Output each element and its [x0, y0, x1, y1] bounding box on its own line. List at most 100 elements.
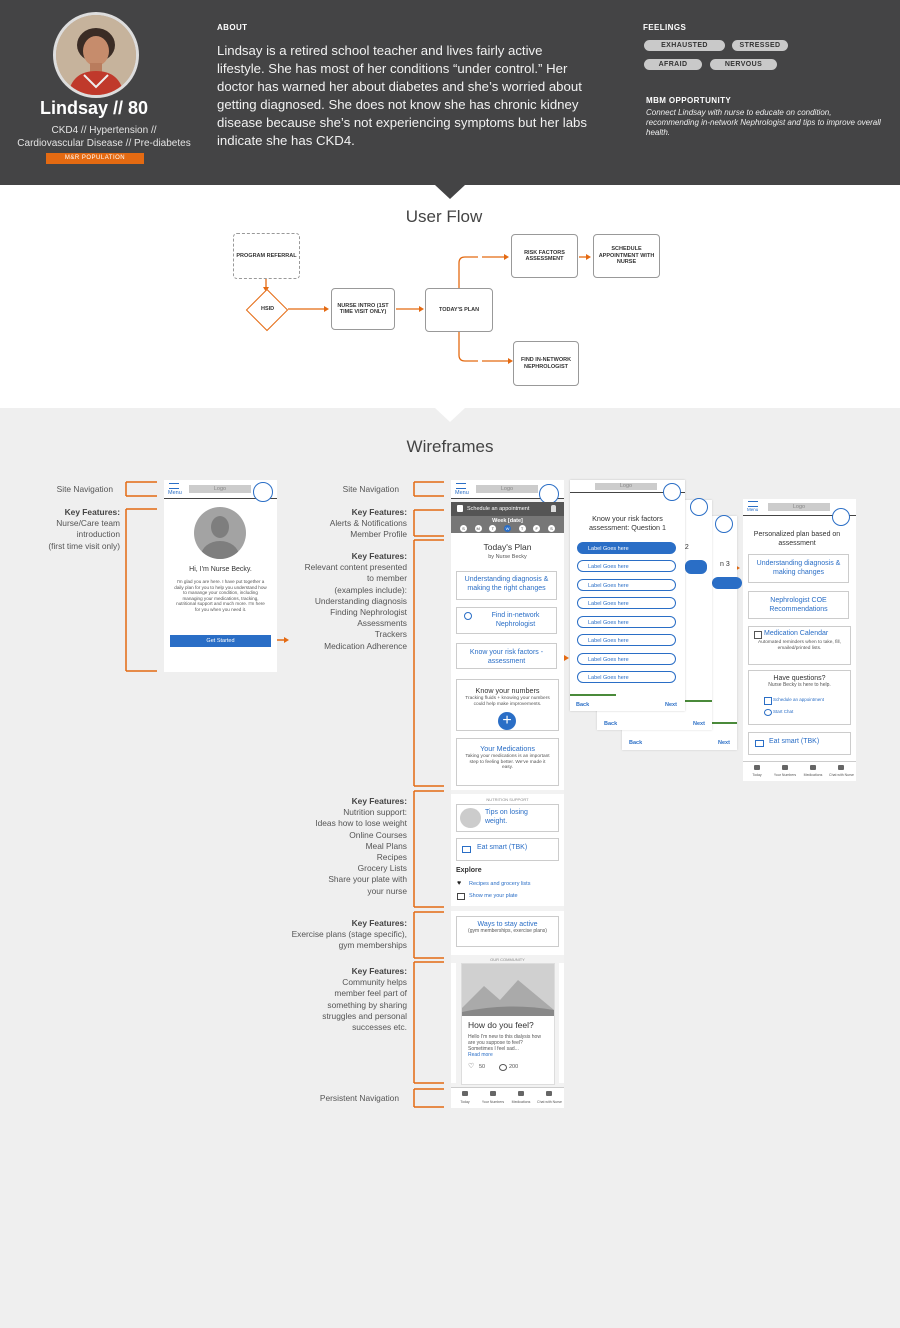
- nurse-icon: [546, 1091, 552, 1096]
- nav-chat-nurse[interactable]: Chat with Nurse: [535, 1088, 564, 1108]
- menu-icon[interactable]: [456, 483, 466, 489]
- day-chip[interactable]: S: [547, 525, 555, 532]
- video-icon: [755, 740, 764, 747]
- community-post-card[interactable]: How do you feel? Hello I'm new to this d…: [461, 963, 555, 1085]
- nav-today[interactable]: Today: [743, 762, 771, 782]
- menu-label[interactable]: Menu: [168, 490, 182, 496]
- add-icon[interactable]: +: [498, 712, 516, 730]
- card-understanding-diagnosis[interactable]: Understanding diagnosis & making changes: [748, 554, 849, 583]
- heart-icon: ♥: [457, 880, 462, 887]
- menu-label[interactable]: Menu: [747, 507, 759, 512]
- card-eat-smart[interactable]: Eat smart (TBK): [456, 838, 559, 861]
- nav-chat-nurse[interactable]: Chat with Nurse: [827, 762, 856, 782]
- nav-your-numbers[interactable]: Your Numbers: [771, 762, 799, 782]
- card-eat-smart[interactable]: Eat smart (TBK): [748, 732, 851, 755]
- read-more-link[interactable]: Read more: [468, 1052, 493, 1058]
- next-button[interactable]: Next: [718, 740, 730, 746]
- eat-smart-text: Eat smart (TBK): [769, 738, 820, 745]
- answer-option[interactable]: Label Goes here: [577, 653, 676, 665]
- chat-icon[interactable]: [539, 484, 559, 504]
- wireframe-main-screen: Menu Logo Schedule an appointment Week […: [451, 480, 564, 1108]
- menu-label[interactable]: Menu: [455, 490, 469, 496]
- exercise-section: [451, 911, 564, 955]
- population-badge: M&R POPULATION: [46, 153, 144, 164]
- next-post-peek[interactable]: [559, 963, 564, 1083]
- stay-active-title: Ways to stay active: [477, 921, 538, 928]
- day-chip[interactable]: T: [518, 525, 526, 532]
- card-find-nephrologist[interactable]: Find in-network Nephrologist: [456, 607, 557, 634]
- answer-option[interactable]: Label Goes here: [577, 560, 676, 572]
- chat-icon[interactable]: [715, 515, 733, 533]
- bell-icon: [457, 505, 463, 512]
- chat-icon[interactable]: [690, 498, 708, 516]
- opportunity-text: Connect Lindsay with nurse to educate on…: [646, 108, 881, 137]
- back-button[interactable]: Back: [576, 702, 590, 708]
- card-numbers-body: Tracking fluids + knowing your numbers c…: [465, 696, 550, 707]
- next-button[interactable]: Next: [665, 702, 677, 708]
- explore-heading: Explore: [456, 867, 482, 874]
- day-chip-selected[interactable]: W: [503, 525, 511, 532]
- nav-your-numbers[interactable]: Your Numbers: [479, 1088, 507, 1108]
- search-icon: [464, 612, 472, 620]
- comment-icon[interactable]: [499, 1064, 507, 1071]
- persona-header: Lindsay // 80 CKD4 // Hypertension // Ca…: [0, 0, 900, 185]
- prev-post-peek[interactable]: [451, 963, 456, 1083]
- card-tips-weight[interactable]: Tips on losing weight.: [456, 804, 559, 832]
- flow-node-find-nephrologist: FIND IN-NETWORK NEPHROLOGIST: [513, 341, 579, 386]
- nav-today[interactable]: Today: [451, 1088, 479, 1108]
- schedule-appointment-link[interactable]: Schedule an appointment: [773, 697, 825, 702]
- nav-medications[interactable]: Medications: [799, 762, 827, 782]
- card-stay-active[interactable]: Ways to stay active (gym memberships, ex…: [456, 916, 559, 947]
- answer-option-selected[interactable]: Label Goes here: [577, 542, 676, 554]
- answer-option[interactable]: Label Goes here: [577, 579, 676, 591]
- card-medication-calendar[interactable]: Medication Calendar Automated reminders …: [748, 626, 851, 665]
- like-icon[interactable]: ♡: [468, 1063, 475, 1070]
- camera-icon: [457, 893, 465, 900]
- chat-icon[interactable]: [663, 483, 681, 501]
- mountain-image: [462, 964, 554, 1016]
- feeling-tag: NERVOUS: [710, 59, 777, 70]
- logo-placeholder: Logo: [189, 485, 251, 493]
- start-chat-link[interactable]: Start Chat: [773, 709, 794, 714]
- nav-medications[interactable]: Medications: [507, 1088, 535, 1108]
- annotation-site-navigation: Site Navigation: [56, 484, 113, 494]
- answer-option[interactable]: Label Goes here: [577, 671, 676, 683]
- menu-icon[interactable]: [169, 483, 179, 489]
- about-label: ABOUT: [217, 23, 248, 32]
- card-understanding-diagnosis[interactable]: Understanding diagnosis & making the rig…: [456, 571, 557, 600]
- back-button[interactable]: Back: [629, 740, 643, 746]
- persona-photo: [53, 12, 139, 98]
- annotation-site-navigation-main: Site Navigation: [342, 484, 399, 494]
- nav-label: Your Numbers: [773, 773, 797, 777]
- back-button[interactable]: Back: [604, 721, 618, 727]
- alert-bar[interactable]: Schedule an appointment: [451, 502, 564, 516]
- video-icon: [462, 846, 471, 853]
- nav-label: Chat with Nurse: [829, 773, 854, 777]
- chat-icon[interactable]: [253, 482, 273, 502]
- answer-option[interactable]: Label Goes here: [577, 634, 676, 646]
- day-chip[interactable]: M: [474, 525, 482, 532]
- card-your-medications[interactable]: Your Medications Taking your medications…: [456, 738, 559, 786]
- chat-icon[interactable]: [832, 508, 850, 526]
- menu-icon[interactable]: [748, 501, 758, 507]
- explore-link-recipes[interactable]: Recipes and grocery lists: [469, 881, 531, 887]
- card-risk-factors[interactable]: Know your risk factors - assessment: [456, 643, 557, 669]
- have-questions-body: Nurse Becky is here to help.: [768, 682, 831, 688]
- community-label: OUR COMMUNITY: [490, 957, 525, 962]
- day-chip[interactable]: T: [489, 525, 497, 532]
- day-chip[interactable]: S: [460, 525, 467, 532]
- answer-option[interactable]: Label Goes here: [577, 616, 676, 628]
- medication-calendar-body: Automated reminders when to take, fill, …: [758, 640, 841, 651]
- explore-link-plate[interactable]: Show me your plate: [469, 893, 518, 899]
- profile-icon[interactable]: [551, 505, 556, 512]
- card-nephrologist-coe[interactable]: Nephrologist COE Recommendations: [748, 591, 849, 619]
- post-title: How do you feel?: [468, 1020, 534, 1030]
- get-started-button[interactable]: Get Started: [170, 635, 271, 647]
- nav-label: Your Numbers: [481, 1100, 505, 1104]
- answer-option[interactable]: Label Goes here: [577, 597, 676, 609]
- day-chip[interactable]: F: [533, 525, 541, 532]
- persona-name: Lindsay // 80: [39, 98, 149, 118]
- site-nav-bar: [570, 480, 685, 493]
- progress-bar: [570, 694, 616, 696]
- next-button[interactable]: Next: [693, 721, 705, 727]
